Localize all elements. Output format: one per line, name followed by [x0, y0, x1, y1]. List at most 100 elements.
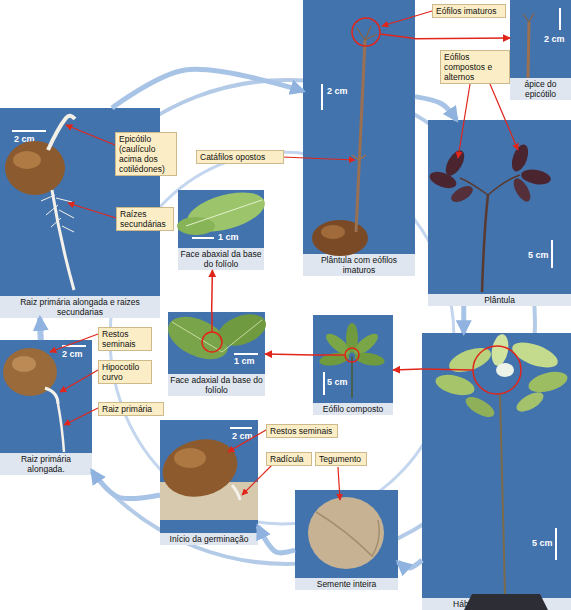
seed-coat-line	[316, 512, 379, 556]
leader-line	[228, 430, 266, 452]
midrib	[172, 320, 262, 352]
callout-label: Restos seminais	[270, 426, 334, 436]
callout-box: Catáfilos opostos	[196, 150, 284, 164]
scale-bar	[62, 345, 86, 347]
leader-line	[64, 408, 98, 425]
epicotyl-apex	[528, 22, 529, 78]
panel-caption: Face abaxial da base do folíolo	[178, 248, 264, 270]
leader-line	[60, 370, 98, 392]
stem	[356, 40, 365, 232]
seed	[156, 431, 244, 505]
scale-bar	[12, 130, 46, 132]
leader-line	[50, 334, 98, 352]
zoom-arrow	[393, 368, 422, 370]
scale-bar	[323, 372, 325, 395]
leader-line	[68, 203, 116, 218]
callout-box: Radícula	[266, 452, 312, 466]
scale-bar	[551, 240, 553, 268]
photo-panel: 2 cmRaiz primária alongada.	[0, 340, 92, 475]
seed-highlight	[13, 151, 41, 169]
leaflet	[350, 330, 381, 358]
seed-highlight	[321, 225, 345, 239]
seed	[3, 348, 57, 396]
panel-caption: Início da germinação	[160, 533, 258, 545]
scale-label: 1 cm	[234, 356, 255, 366]
leader-line	[490, 84, 518, 150]
scale-bar	[192, 237, 214, 239]
seed	[308, 497, 384, 569]
leaflet	[318, 351, 350, 368]
leaflet	[354, 351, 386, 368]
callout-label: Restos seminais	[102, 329, 148, 349]
panel-caption: Face adaxial da base do folíolo	[168, 374, 265, 396]
callout-label: Radícula	[270, 454, 308, 464]
cycle-arrow	[258, 526, 295, 553]
callout-label: Raízes secundárias	[120, 209, 170, 229]
cycle-arrow	[461, 306, 466, 333]
callout-box: Eófilos compostos e alternos	[440, 50, 510, 84]
cycle-arrow	[92, 471, 160, 499]
leaflet	[161, 308, 234, 368]
midrib	[186, 200, 262, 226]
leader-line	[66, 125, 115, 145]
hypocotyl	[45, 388, 58, 404]
petioles	[460, 175, 520, 195]
photo-panel: 1 cm Face adaxial da base do folíolo	[168, 312, 265, 396]
scale-bar	[321, 84, 323, 110]
panel-caption: Hábito da planta jovem	[422, 598, 571, 610]
callout-box: Hipocotilo curvo	[98, 360, 152, 384]
secondary-roots	[41, 195, 74, 232]
cycle-arrow	[415, 97, 457, 120]
pot	[464, 594, 548, 610]
callout-label: Catáfilos opostos	[200, 152, 280, 162]
zoom-arrow	[265, 354, 313, 355]
panel-caption: Plântula com eófilos imaturos	[303, 254, 415, 276]
leaflet	[509, 142, 532, 173]
leaf	[489, 333, 510, 367]
callout-box: Eófilos imaturos	[432, 4, 506, 18]
photo-panel: 5 cm Plântula	[428, 120, 571, 306]
callout-box: Tegumento	[315, 452, 367, 466]
leaf	[463, 393, 498, 421]
leaflet	[177, 217, 215, 235]
zoom-lead	[422, 369, 473, 370]
photo-panel: 5 cm Hábito da planta jovem	[422, 333, 571, 610]
callout-box: Restos seminais	[266, 424, 338, 438]
photo-panel: 2 cm Plântula com eófilos imaturos	[303, 0, 415, 276]
stem	[482, 195, 488, 292]
scale-bar	[234, 353, 258, 355]
scale-bar	[555, 528, 557, 560]
bud	[496, 363, 514, 377]
immature-leaves	[357, 26, 377, 40]
seed	[5, 141, 65, 195]
seed-highlight	[174, 448, 206, 468]
leaflet	[214, 308, 271, 351]
leaflet	[427, 169, 458, 192]
scale-label: 2 cm	[327, 86, 348, 96]
leaf	[446, 343, 494, 377]
scale-label: 2 cm	[14, 134, 35, 144]
scale-label: 5 cm	[532, 538, 553, 548]
callout-label: Tegumento	[319, 454, 363, 464]
scale-bar	[559, 8, 561, 30]
photo-panel: 1 cmFace abaxial da base do folíolo	[178, 190, 264, 270]
callout-label: Hipocotilo curvo	[102, 362, 148, 382]
leader-line	[242, 465, 272, 495]
callout-box: Epicótilo (caulículo acima dos cotilédon…	[115, 132, 177, 176]
leaf	[433, 371, 476, 399]
cycle-arrow	[40, 318, 41, 340]
callout-box: Raízes secundárias	[116, 207, 174, 231]
scale-label: 5 cm	[528, 250, 549, 260]
panel-caption: Plântula	[428, 294, 571, 306]
leader-line	[338, 467, 340, 500]
epicotyl	[48, 116, 75, 150]
petiole	[351, 356, 353, 398]
soil	[160, 482, 258, 520]
callout-label: Eófilos compostos e alternos	[444, 52, 506, 82]
leaflet	[323, 330, 354, 358]
leaflet	[449, 183, 476, 205]
leaflet	[510, 176, 533, 205]
seed-highlight	[12, 356, 36, 372]
